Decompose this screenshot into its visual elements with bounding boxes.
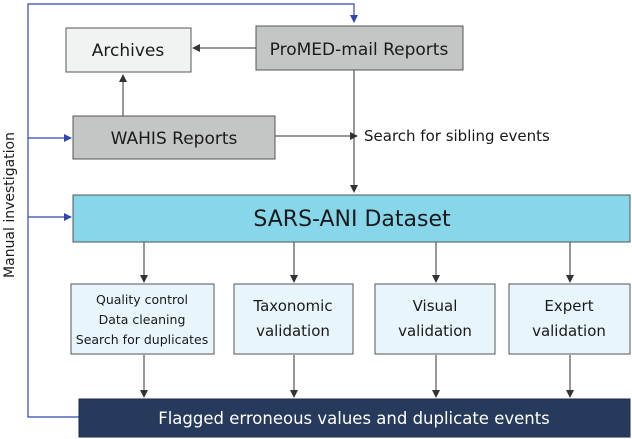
expert-line-2: validation [532, 322, 606, 340]
quality-control-node: Quality control Data cleaning Search for… [70, 283, 215, 355]
wahis-node: WAHIS Reports [72, 115, 276, 160]
promed-node: ProMED-mail Reports [255, 25, 464, 71]
visual-line-2: validation [398, 322, 472, 340]
dataset-node: SARS-ANI Dataset [72, 194, 631, 243]
archives-node: Archives [65, 27, 192, 73]
archives-label: Archives [92, 41, 165, 61]
visual-validation-node: Visual validation [374, 283, 496, 355]
manual-investigation-label: Manual investigation [2, 132, 18, 278]
quality-line-2: Data cleaning [99, 312, 186, 327]
manual-loop-line [27, 3, 358, 418]
expert-validation-node: Expert validation [508, 283, 631, 355]
visual-line-1: Visual [413, 297, 458, 315]
taxonomic-line-2: validation [256, 322, 330, 340]
expert-line-1: Expert [544, 297, 593, 315]
dataset-label: SARS-ANI Dataset [253, 207, 451, 232]
promed-label: ProMED-mail Reports [270, 40, 449, 60]
quality-line-1: Quality control [96, 292, 188, 307]
quality-line-3: Search for duplicates [76, 332, 208, 347]
taxonomic-line-1: Taxonomic [252, 297, 332, 315]
search-sibling-label: Search for sibling events [364, 127, 550, 145]
wahis-label: WAHIS Reports [111, 129, 238, 149]
flagged-node: Flagged erroneous values and duplicate e… [78, 398, 631, 438]
taxonomic-validation-node: Taxonomic validation [233, 283, 354, 355]
flagged-label: Flagged erroneous values and duplicate e… [158, 409, 550, 428]
